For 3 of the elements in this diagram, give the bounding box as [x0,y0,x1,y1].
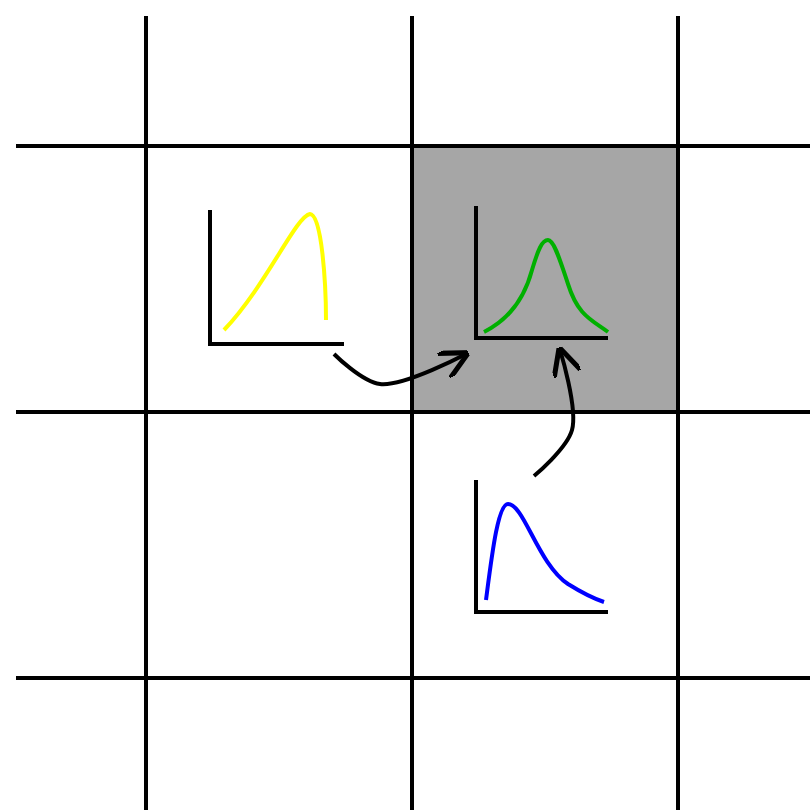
curved-arrow [332,350,471,386]
line-chart-icon [206,206,350,350]
curved-arrow [532,344,584,478]
